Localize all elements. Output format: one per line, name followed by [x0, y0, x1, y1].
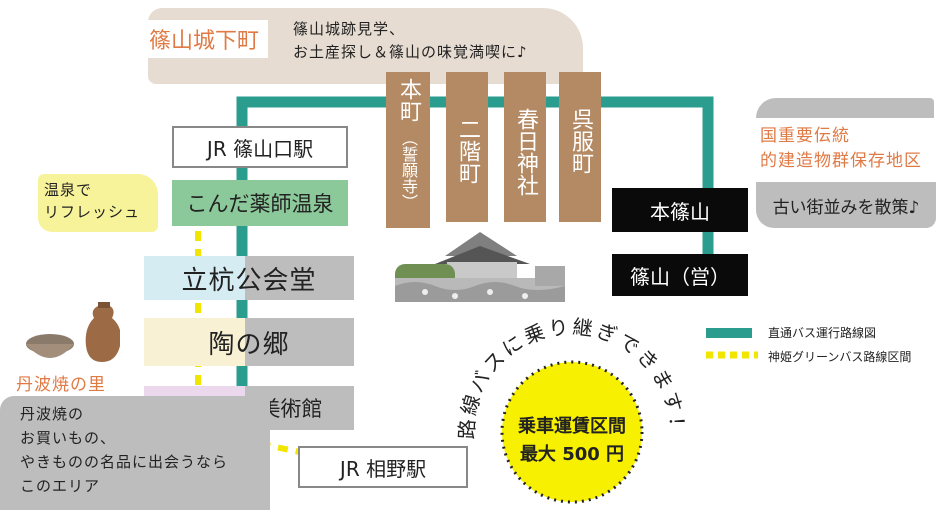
stop-tachikui[interactable]: 立杭公会堂 — [144, 256, 354, 300]
legend-solid-label: 直通バス運行路線図 — [768, 326, 877, 340]
heritage-title-box — [756, 118, 934, 176]
stop-gofukumachi[interactable]: 呉服町 — [559, 72, 601, 222]
stop-gofukumachi-label: 呉服町 — [568, 108, 593, 174]
onsen-note-line-1: 温泉で — [44, 181, 93, 199]
stop-sasayama-eigyosho[interactable]: 篠山（営） — [612, 254, 748, 296]
tamba-banner-top — [10, 364, 136, 398]
castle-town-title: 篠山城下町 — [140, 20, 268, 58]
transfer-fare-max: 最大 500 円 — [519, 444, 625, 465]
tamba-title: 丹波焼の里 — [16, 375, 106, 395]
stop-kasuga-jinja[interactable]: 春日神社 — [504, 72, 546, 222]
stop-nikaimachi[interactable]: 二階町 — [446, 72, 488, 222]
stop-konda-onsen[interactable]: こんだ薬師温泉 — [172, 180, 348, 226]
castle-town-description: 篠山城跡見学、 お土産探し＆篠山の味覚満喫に♪ — [293, 18, 528, 65]
heritage-note: 古い街並みを散策♪ — [756, 182, 936, 228]
onsen-note-line-2: リフレッシュ — [44, 202, 141, 221]
castle-town-line-1: 篠山城跡見学、 — [293, 20, 406, 38]
tamba-panel — [0, 396, 270, 510]
stop-suenosato[interactable]: 陶の郷 — [144, 318, 354, 366]
castle-town-line-2: お土産探し＆篠山の味覚満喫に♪ — [293, 43, 528, 62]
stop-honmachi-sub: （誓願寺） — [399, 130, 418, 210]
stop-kasuga-jinja-label: 春日神社 — [513, 108, 538, 196]
onsen-note-text: 温泉で リフレッシュ — [44, 180, 140, 224]
stop-jr-aino[interactable]: JR 相野駅 — [298, 446, 468, 488]
legend-dashed-label: 神姫グリーンバス路線区間 — [768, 350, 912, 364]
pottery-illustration — [26, 302, 120, 362]
townscape-illustration — [395, 232, 565, 302]
transfer-fare-title: 乗車運賃区間 — [518, 416, 626, 437]
tamba-line-2: お買いもの、 — [20, 429, 117, 447]
tamba-line-4: このエリア — [20, 477, 101, 495]
heritage-title-line-1: 国重要伝統 — [760, 126, 850, 146]
tamba-description: 丹波焼の お買いもの、 やきものの名品に出会うなら このエリア — [20, 402, 228, 498]
tamba-line-3: やきものの名品に出会うなら — [20, 453, 229, 471]
heritage-title: 国重要伝統 的建造物群保存地区 — [760, 124, 922, 173]
stop-honmachi[interactable]: 本町 （誓願寺） — [386, 72, 430, 228]
stop-honmachi-label: 本町 — [396, 78, 421, 122]
stop-nikaimachi-label: 二階町 — [455, 118, 480, 184]
stop-jr-sasayamaguchi[interactable]: JR 篠山口駅 — [172, 126, 348, 168]
transfer-badge: 路線バスに乗り継ぎできます！ — [455, 314, 686, 504]
onsen-note — [38, 174, 158, 232]
legend-solid-swatch — [706, 328, 752, 338]
stop-hon-sasayama[interactable]: 本篠山 — [612, 188, 748, 232]
legend-dashed-swatch — [706, 351, 758, 359]
tamba-line-1: 丹波焼の — [20, 405, 85, 423]
heritage-title-line-2: 的建造物群保存地区 — [760, 150, 922, 171]
